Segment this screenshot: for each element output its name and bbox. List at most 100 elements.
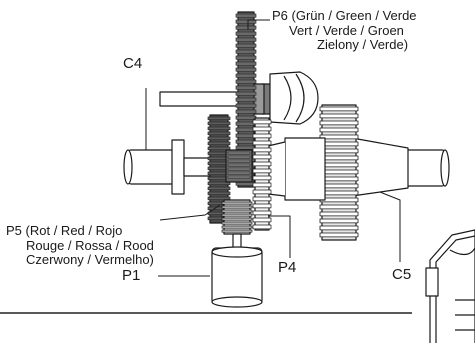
label-p6-line1: P6 (Grün / Green / Verde [272, 8, 417, 23]
gear-tooth [252, 182, 272, 188]
gear-tooth [221, 205, 253, 209]
gear-tooth [319, 134, 359, 140]
gear-tooth [319, 169, 359, 175]
gear-tooth [319, 162, 359, 168]
gear-tooth [221, 221, 253, 225]
gear-tooth [235, 61, 257, 66]
p1-motor [211, 199, 263, 308]
gear-tooth [252, 161, 272, 167]
label-p5-line1: P5 (Rot / Red / Rojo [6, 223, 123, 238]
gear-tooth [319, 155, 359, 161]
gear-tooth [207, 181, 231, 186]
label-c4: C4 [123, 55, 143, 72]
gear-tooth [235, 49, 257, 54]
gear-tooth [207, 141, 231, 146]
gear-tooth [235, 115, 257, 120]
gear-tooth [252, 175, 272, 181]
gear-tooth [252, 168, 272, 174]
gear-tooth [227, 155, 251, 159]
gear-tooth [227, 151, 251, 155]
gear-tooth [319, 106, 359, 112]
c5-gear-teeth [319, 104, 359, 241]
gear-tooth [221, 225, 253, 229]
label-p1: P1 [122, 267, 141, 284]
gear-tooth [319, 197, 359, 203]
gear-tooth [207, 131, 231, 136]
gear-tooth [235, 97, 257, 102]
gear-tooth [207, 126, 231, 131]
gear-tooth [319, 176, 359, 182]
label-p5-line3: Czerwony / Vermelho) [26, 252, 154, 268]
gear-tooth [235, 55, 257, 60]
gear-tooth [252, 210, 272, 216]
gear-tooth [235, 85, 257, 90]
gear-tooth [235, 19, 257, 24]
p6-gear [235, 11, 257, 188]
p5-gear [207, 114, 253, 224]
gear-tooth [207, 146, 231, 151]
c5-shaft-and-gear [267, 104, 450, 241]
gear-tooth [207, 196, 231, 201]
gear-tooth [235, 103, 257, 108]
gear-tooth [319, 120, 359, 126]
gear-tooth [235, 37, 257, 42]
gear-tooth [227, 175, 251, 179]
gear-tooth [227, 167, 251, 171]
label-p6: P6 (Grün / Green / Verde Vert / Verde / … [272, 8, 417, 53]
label-c5: C5 [392, 266, 412, 283]
label-p5-line2: Rouge / Rossa / Rood [26, 237, 154, 253]
gear-tooth [319, 113, 359, 119]
gear-tooth [207, 116, 231, 121]
gear-tooth [235, 25, 257, 30]
gear-tooth [319, 225, 359, 231]
gear-tooth [319, 232, 359, 238]
gear-tooth [319, 204, 359, 210]
label-p5: P5 (Rot / Red / Rojo Rouge / Rossa / Roo… [6, 223, 154, 268]
gear-tooth [227, 159, 251, 163]
upper-shaft [159, 71, 319, 125]
label-p5-prefix: P5 [6, 223, 22, 238]
gear-tooth [235, 91, 257, 96]
label-p6-prefix: P6 [272, 8, 288, 23]
gear-tooth [221, 217, 253, 221]
gear-tooth [207, 191, 231, 196]
label-p6-line2: Vert / Verde / Groen [289, 22, 404, 38]
label-p6-line3: Zielony / Verde) [317, 37, 409, 53]
gear-tooth [221, 213, 253, 217]
gear-tooth [319, 141, 359, 147]
gear-tooth [252, 189, 272, 195]
gear-tooth [235, 13, 257, 18]
gear-tooth [221, 209, 253, 213]
gear-tooth [252, 133, 272, 139]
gear-tooth [252, 224, 272, 230]
gear-tooth [235, 31, 257, 36]
gear-tooth [252, 147, 272, 153]
gear-tooth [252, 217, 272, 223]
label-p4: P4 [278, 259, 297, 276]
p4-gear [252, 117, 272, 231]
gear-tooth [252, 140, 272, 146]
gear-tooth [227, 171, 251, 175]
gear-tooth [207, 186, 231, 191]
gear-tooth [235, 109, 257, 114]
gear-tooth [235, 67, 257, 72]
gear-tooth [319, 148, 359, 154]
gear-tooth [207, 136, 231, 141]
gear-tooth [207, 121, 231, 126]
leader-lines [145, 19, 401, 277]
gear-tooth [319, 218, 359, 224]
gear-tooth [319, 190, 359, 196]
gear-tooth [235, 73, 257, 78]
gear-tooth [252, 126, 272, 132]
c4-shaft [123, 139, 215, 195]
gear-tooth [235, 43, 257, 48]
gear-tooth [252, 203, 272, 209]
partial-housing [425, 229, 475, 343]
gear-tooth [319, 183, 359, 189]
gear-tooth [319, 211, 359, 217]
gear-tooth [221, 229, 253, 233]
gear-tooth [221, 201, 253, 205]
gear-tooth [252, 196, 272, 202]
